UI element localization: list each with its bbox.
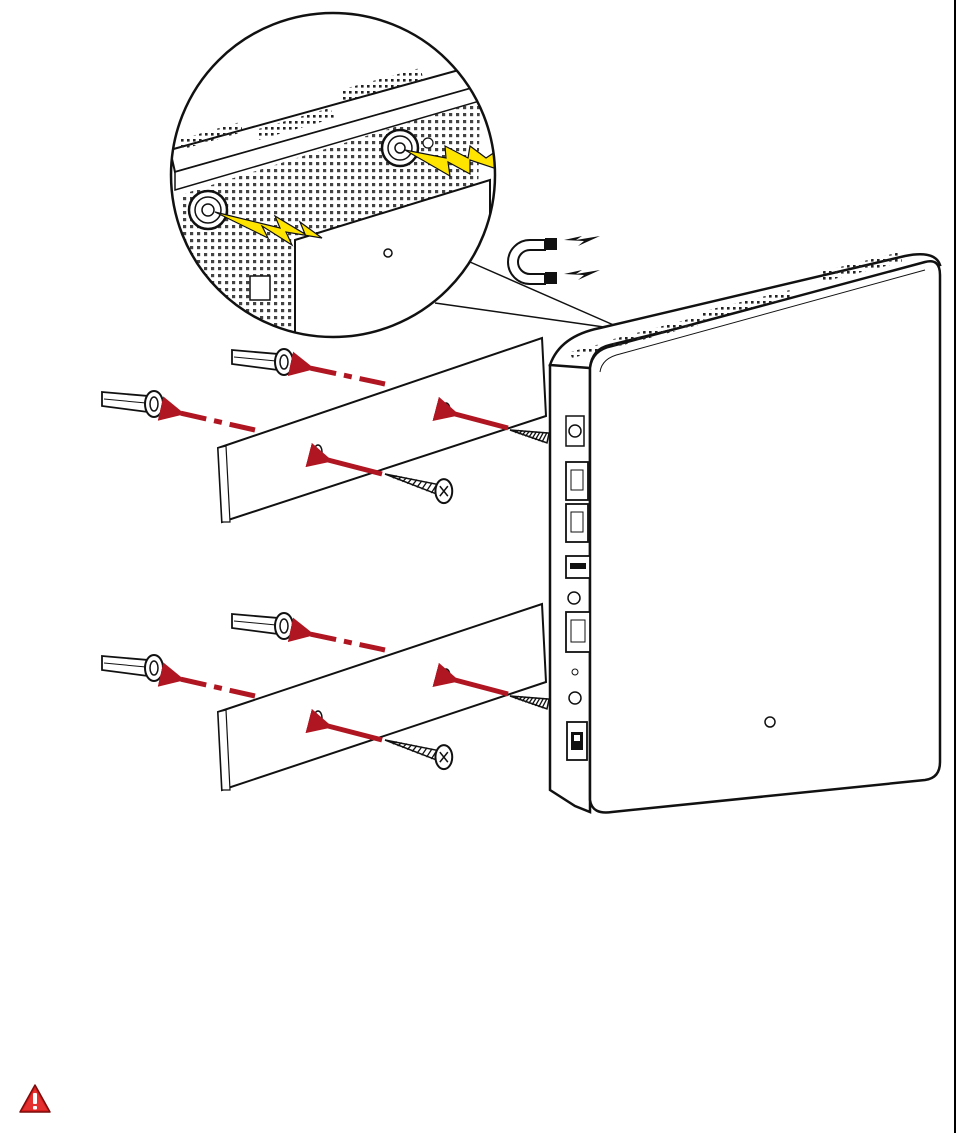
ethernet-port bbox=[566, 462, 588, 500]
page-edge-line bbox=[954, 0, 956, 1133]
direction-arrow bbox=[310, 634, 385, 650]
mount-hole-right bbox=[382, 130, 418, 166]
wall-anchor bbox=[102, 655, 163, 681]
wall-anchor bbox=[102, 391, 163, 417]
wood-screw bbox=[385, 740, 452, 769]
wood-screw bbox=[510, 696, 549, 709]
wood-screw bbox=[510, 430, 549, 443]
magnet-icon bbox=[508, 236, 600, 284]
direction-arrow bbox=[310, 368, 385, 384]
wall-anchor bbox=[232, 349, 293, 375]
direction-arrow bbox=[180, 413, 255, 430]
direction-arrow bbox=[180, 679, 255, 696]
router-device bbox=[550, 252, 940, 813]
wall-anchor bbox=[232, 613, 293, 639]
reset-button bbox=[568, 592, 580, 604]
power-switch bbox=[567, 722, 587, 760]
usb-port bbox=[566, 556, 590, 578]
warning-triangle-icon bbox=[18, 1083, 52, 1115]
dc-power-port bbox=[566, 416, 584, 446]
wood-screw bbox=[385, 474, 452, 503]
ethernet-port bbox=[566, 612, 590, 652]
power-led bbox=[765, 717, 775, 727]
wps-button bbox=[569, 692, 581, 704]
zoom-detail bbox=[160, 0, 625, 360]
mount-hole-left bbox=[189, 191, 227, 229]
ethernet-port bbox=[566, 504, 588, 542]
